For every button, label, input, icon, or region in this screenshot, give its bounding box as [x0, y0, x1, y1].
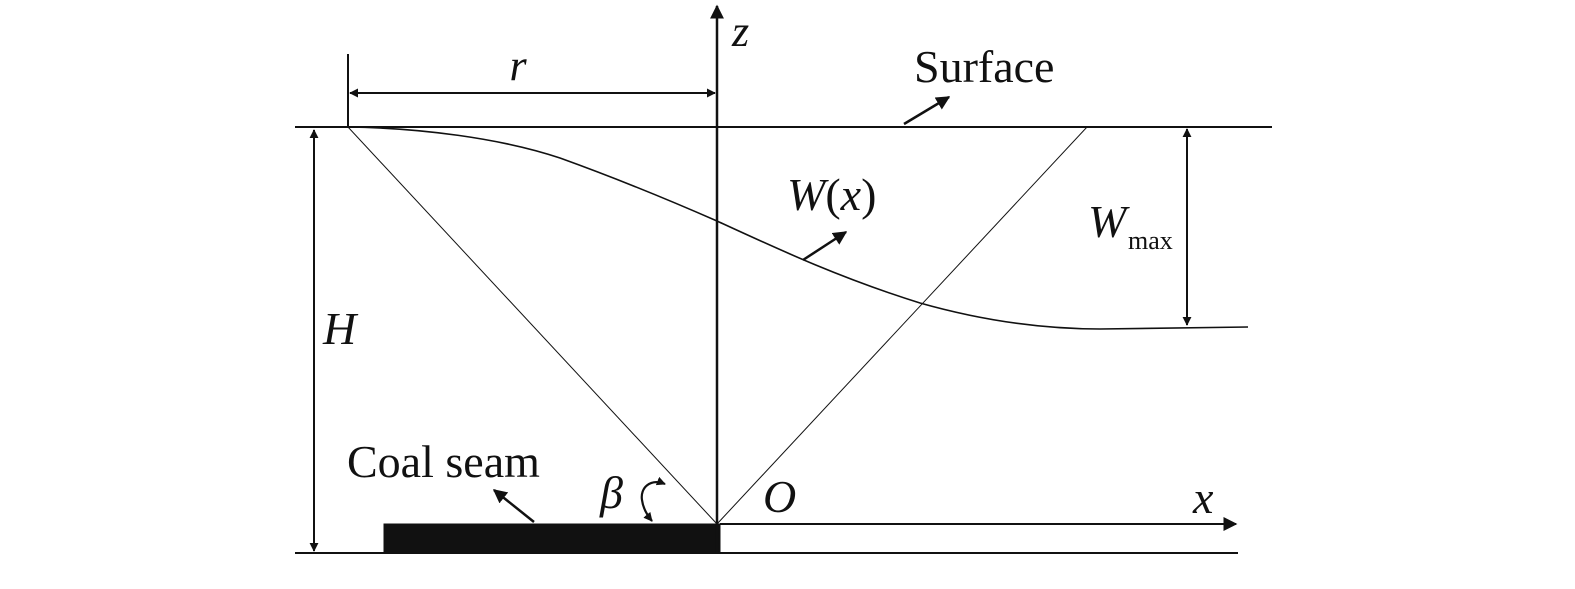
- x-label: x: [1192, 472, 1214, 523]
- beta-label: β: [599, 467, 623, 518]
- beta-arc-arrow: [640, 476, 666, 522]
- r-label: r: [509, 41, 527, 90]
- wmax-subscript: max: [1128, 226, 1173, 255]
- coal-seam-label: Coal seam: [347, 436, 540, 487]
- wmax-label: W: [1088, 196, 1130, 247]
- h-label: H: [322, 303, 359, 354]
- w-x-pointer-arrow: [802, 230, 848, 262]
- influence-line-right: [716, 126, 1088, 525]
- influence-line-left: [347, 126, 718, 525]
- surface-pointer-arrow: [903, 95, 951, 126]
- coal-seam-pointer-arrow: [492, 489, 535, 523]
- subsidence-profile-curve: [347, 126, 1249, 330]
- surface-label: Surface: [914, 41, 1054, 92]
- w-x-label: W(x): [787, 169, 876, 220]
- origin-label: O: [763, 471, 796, 522]
- z-label: z: [731, 7, 749, 56]
- coal-seam-bar: [383, 523, 721, 554]
